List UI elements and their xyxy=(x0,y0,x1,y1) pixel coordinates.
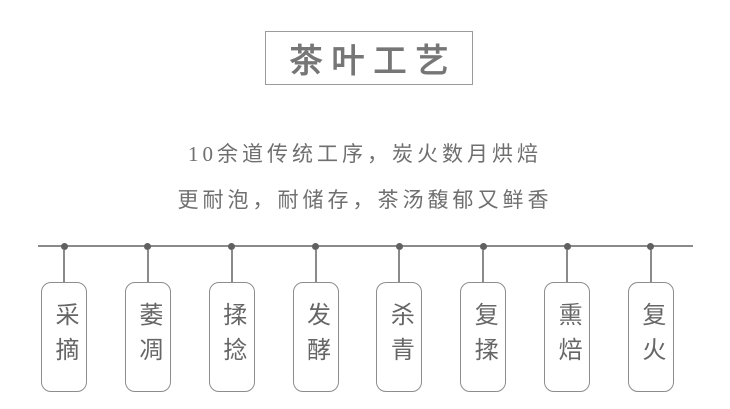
page-title: 茶叶工艺 xyxy=(289,44,458,80)
process-step-box: 揉捻 xyxy=(208,282,255,392)
timeline-stem xyxy=(482,250,485,282)
timeline-step: 熏焙 xyxy=(544,243,591,392)
timeline-step: 复火 xyxy=(627,243,674,392)
process-step-box: 萎凋 xyxy=(124,282,171,392)
timeline-node-dot xyxy=(144,243,152,250)
timeline-stem xyxy=(146,250,149,282)
process-step-box: 发酵 xyxy=(292,282,339,392)
timeline-stem xyxy=(314,250,317,282)
process-step-label: 复火 xyxy=(637,302,664,372)
process-step-box: 熏焙 xyxy=(544,282,591,392)
timeline-node-dot xyxy=(563,243,571,250)
timeline-step: 复揉 xyxy=(460,243,507,392)
description-line-1: 10余道传统工序，炭火数月烘焙 xyxy=(188,142,542,166)
process-step-label: 萎凋 xyxy=(134,302,161,372)
process-step-label: 熏焙 xyxy=(554,302,581,372)
timeline-step: 萎凋 xyxy=(124,243,171,392)
timeline-stem xyxy=(230,250,233,282)
timeline-step: 杀青 xyxy=(376,243,423,392)
process-step-box: 杀青 xyxy=(376,282,423,392)
timeline-node-dot xyxy=(479,243,487,250)
process-timeline: 采摘萎凋揉捻发酵杀青复揉熏焙复火 xyxy=(41,243,674,392)
description-line-2: 更耐泡，耐储存，茶汤馥郁又鲜香 xyxy=(177,188,553,212)
timeline-node-dot xyxy=(395,243,403,250)
process-step-label: 复揉 xyxy=(470,302,497,372)
timeline-stem xyxy=(63,250,65,282)
process-step-label: 揉捻 xyxy=(218,302,245,372)
timeline-step: 发酵 xyxy=(292,243,339,392)
process-step-label: 采摘 xyxy=(51,302,77,372)
timeline-node-dot xyxy=(60,243,68,250)
timeline-stem xyxy=(566,250,569,282)
timeline-node-dot xyxy=(647,243,655,250)
timeline-stem xyxy=(649,250,652,282)
timeline-line xyxy=(38,245,693,247)
timeline-step: 揉捻 xyxy=(208,243,255,392)
process-step-box: 复火 xyxy=(627,282,674,392)
process-step-label: 杀青 xyxy=(386,302,413,372)
process-step-label: 发酵 xyxy=(302,302,329,372)
timeline-node-dot xyxy=(312,243,320,250)
timeline-stem xyxy=(398,250,401,282)
timeline-step: 采摘 xyxy=(41,243,87,392)
timeline-node-dot xyxy=(228,243,236,250)
process-step-box: 复揉 xyxy=(460,282,507,392)
process-step-box: 采摘 xyxy=(41,282,87,392)
title-box: 茶叶工艺 xyxy=(265,31,473,85)
